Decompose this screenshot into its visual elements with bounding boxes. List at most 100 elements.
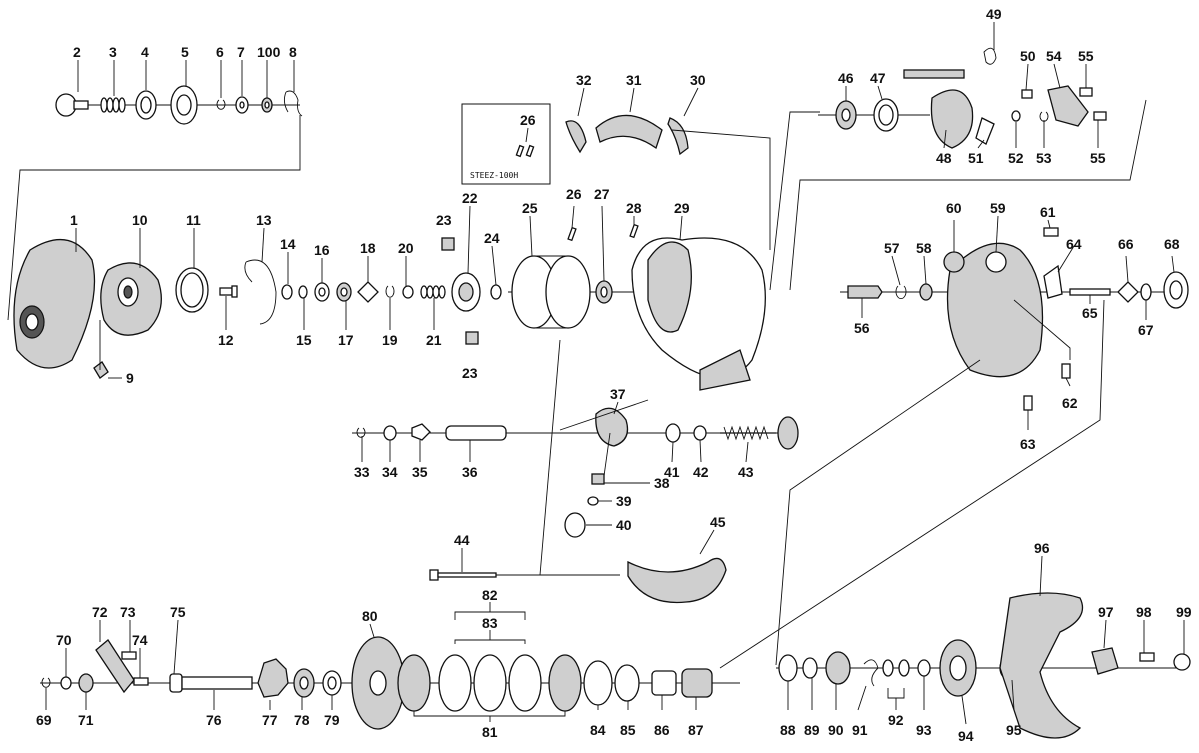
- part-38-40-pawl-parts: [564, 473, 605, 538]
- label-83: 83: [482, 615, 498, 631]
- label-75: 75: [170, 604, 186, 620]
- label-51: 51: [968, 150, 984, 166]
- part-45-clutch-lever: [627, 557, 727, 604]
- label-86: 86: [654, 722, 670, 738]
- label-94: 94: [958, 728, 974, 744]
- label-59: 59: [990, 200, 1006, 216]
- label-45: 45: [710, 514, 726, 530]
- label-92: 92: [888, 712, 904, 728]
- part-number-labels: 1 2 3 4 5 6 7 100 8 9 10 11 12 13 14 15 …: [36, 6, 1192, 744]
- label-80: 80: [362, 608, 378, 624]
- label-82: 82: [482, 587, 498, 603]
- label-40: 40: [616, 517, 632, 533]
- label-28: 28: [626, 200, 642, 216]
- label-14: 14: [280, 236, 296, 252]
- label-88: 88: [780, 722, 796, 738]
- label-10: 10: [132, 212, 148, 228]
- part-94-star-drag: [939, 639, 977, 697]
- part-41-42-bushings: [665, 423, 707, 443]
- part-80-main-gear: [351, 636, 405, 730]
- part-68-star-drag: [1163, 271, 1189, 309]
- label-15: 15: [296, 332, 312, 348]
- label-85: 85: [620, 722, 636, 738]
- part-48-brake-plate: [903, 69, 974, 149]
- label-58: 58: [916, 240, 932, 256]
- part-3-spring: [100, 97, 126, 113]
- label-44: 44: [454, 532, 470, 548]
- label-2: 2: [73, 44, 81, 60]
- part-43-worm-shaft: [720, 416, 799, 450]
- label-52: 52: [1008, 150, 1024, 166]
- part-19-20-clips: [385, 285, 414, 299]
- label-66: 66: [1118, 236, 1134, 252]
- part-69-71-clips: [41, 673, 94, 693]
- part-33-36-handle-shaft: [352, 423, 790, 441]
- label-36: 36: [462, 464, 478, 480]
- label-18: 18: [360, 240, 376, 256]
- part-49-spring: [983, 47, 997, 65]
- part-30-side-guard: [667, 117, 689, 156]
- label-68: 68: [1164, 236, 1180, 252]
- label-65: 65: [1082, 305, 1098, 321]
- label-20: 20: [398, 240, 414, 256]
- part-23-pawls: [441, 237, 479, 345]
- label-30: 30: [690, 72, 706, 88]
- part-13-spring-wire: [244, 259, 277, 325]
- label-26-inset: 26: [520, 112, 536, 128]
- label-64: 64: [1066, 236, 1082, 252]
- label-96: 96: [1034, 540, 1050, 556]
- part-24-bushing: [490, 284, 502, 300]
- label-26-main: 26: [566, 186, 582, 202]
- label-70: 70: [56, 632, 72, 648]
- label-24: 24: [484, 230, 500, 246]
- label-13: 13: [256, 212, 272, 228]
- label-99: 99: [1176, 604, 1192, 620]
- part-4-cap: [135, 90, 157, 120]
- part-5-star-cap: [170, 85, 198, 125]
- label-42: 42: [693, 464, 709, 480]
- label-4: 4: [141, 44, 149, 60]
- part-78-79-bearings: [293, 668, 342, 698]
- part-50-screw: [1021, 89, 1033, 99]
- label-17: 17: [338, 332, 354, 348]
- part-21-spring: [420, 285, 446, 299]
- label-62: 62: [1062, 395, 1078, 411]
- part-54-plate: [1047, 85, 1089, 127]
- inset-caption: STEEZ-100H: [470, 171, 518, 180]
- label-34: 34: [382, 464, 398, 480]
- label-89: 89: [804, 722, 820, 738]
- part-77-ratchet: [257, 658, 289, 698]
- label-84: 84: [590, 722, 606, 738]
- part-26-pin: [567, 226, 577, 242]
- label-12: 12: [218, 332, 234, 348]
- label-33: 33: [354, 464, 370, 480]
- part-88-90-washers: [778, 651, 851, 685]
- label-47: 47: [870, 70, 886, 86]
- part-11-ring: [175, 267, 209, 313]
- label-76: 76: [206, 712, 222, 728]
- label-3: 3: [109, 44, 117, 60]
- label-97: 97: [1098, 604, 1114, 620]
- part-86-87-bearings: [651, 668, 713, 698]
- label-100: 100: [257, 44, 281, 60]
- label-5: 5: [181, 44, 189, 60]
- part-44-bolt: [429, 569, 620, 581]
- label-29: 29: [674, 200, 690, 216]
- label-7: 7: [237, 44, 245, 60]
- label-55-bottom: 55: [1090, 150, 1106, 166]
- label-48: 48: [936, 150, 952, 166]
- label-72: 72: [92, 604, 108, 620]
- label-74: 74: [132, 632, 148, 648]
- label-43: 43: [738, 464, 754, 480]
- part-28-pin: [629, 223, 639, 239]
- part-12-screw: [219, 285, 238, 298]
- label-11: 11: [186, 212, 201, 228]
- label-49: 49: [986, 6, 1002, 22]
- label-27: 27: [594, 186, 610, 202]
- label-19: 19: [382, 332, 398, 348]
- label-39: 39: [616, 493, 632, 509]
- label-57: 57: [884, 240, 900, 256]
- part-91-93-springs: [863, 659, 931, 687]
- label-46: 46: [838, 70, 854, 86]
